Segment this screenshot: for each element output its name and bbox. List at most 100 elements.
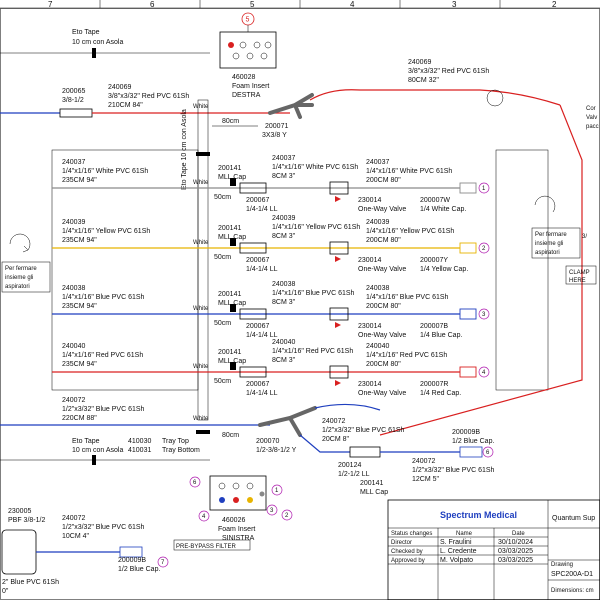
bottom-tape-l1: Eto Tape bbox=[72, 438, 100, 445]
tape-marker bbox=[92, 48, 96, 58]
foam-top-l1: Foam Insert bbox=[232, 83, 269, 90]
row-r-l1: 1/4"x1/16" White PVC 61Sh bbox=[366, 168, 452, 175]
blue-main-code: 240072 bbox=[62, 397, 85, 404]
row-left-l1: 1/4"x1/16" Blue PVC 61Sh bbox=[62, 294, 145, 301]
row-white-tag: White bbox=[193, 364, 209, 370]
pump-left-l3: aspiratori bbox=[5, 284, 30, 290]
row-r-l2: 200CM 80" bbox=[366, 177, 401, 184]
row-r-code: 240039 bbox=[366, 219, 389, 226]
foam-top-l2: DESTRA bbox=[232, 92, 261, 99]
side-note: Cor bbox=[586, 106, 596, 112]
y-bottom-code: 200070 bbox=[256, 438, 279, 445]
row-left-l1: 1/4"x1/16" White PVC 61Sh bbox=[62, 168, 148, 175]
bshort-l1: 1/2"x3/32" Blue PVC 61Sh bbox=[412, 467, 495, 474]
left-top-l1: 3/8-1/2 bbox=[62, 97, 84, 104]
foam-top-code: 460028 bbox=[232, 74, 255, 81]
clamp-box bbox=[565, 265, 597, 285]
side-num: 3/ bbox=[582, 234, 587, 240]
tube-rows: 240037 1/4"x1/16" White PVC 61Sh 235CM 94"… bbox=[52, 155, 490, 397]
col-label: 3 bbox=[452, 0, 457, 9]
ll-connector bbox=[239, 308, 267, 320]
ll-connector bbox=[239, 366, 267, 378]
clamp-l2: HERE bbox=[569, 278, 586, 284]
row-white-tag: White bbox=[193, 240, 209, 246]
cm80-bottom: 80cm bbox=[222, 432, 239, 439]
tb-row-name: M. Volpato bbox=[440, 557, 473, 564]
foam-insert-top bbox=[219, 31, 277, 69]
row-left-l1: 1/4"x1/16" Yellow PVC 61Sh bbox=[62, 228, 150, 235]
blue-main-l2: 220CM 88" bbox=[62, 415, 97, 422]
row-ll-code: 200067 bbox=[246, 381, 269, 388]
mll-bottom-code: 200141 bbox=[360, 480, 383, 487]
mll-cap-icon bbox=[230, 238, 236, 246]
row-cap-code: 200141 bbox=[218, 165, 241, 172]
row-end-l1: 1/4 Red Cap. bbox=[420, 390, 461, 397]
row-callout-num: 1 bbox=[482, 186, 486, 192]
row-mid-l2: 8CM 3" bbox=[272, 299, 296, 306]
valve-arrow bbox=[335, 256, 341, 262]
row-ll-l1: 1/4-1/4 LL bbox=[246, 206, 278, 213]
ll-connector bbox=[239, 182, 267, 194]
pb-cap-code: 200009B bbox=[118, 557, 146, 564]
row-left-l2: 235CM 94" bbox=[62, 303, 97, 310]
row-end-code: 200007R bbox=[420, 381, 448, 388]
pump-right-l2: insieme gli bbox=[535, 241, 563, 247]
blue-cap-prebypass bbox=[119, 546, 143, 558]
tb-row-label: Checked by bbox=[391, 549, 423, 555]
foam-bottom-n6: 6 bbox=[193, 480, 197, 486]
y-top-code: 200071 bbox=[265, 123, 288, 130]
callout-num: 5 bbox=[246, 17, 250, 24]
row-cm: 50cm bbox=[214, 194, 231, 201]
row-end-code: 200007W bbox=[420, 197, 450, 204]
callout-6 bbox=[482, 446, 494, 458]
tr-tube-l2: 80CM 32" bbox=[408, 77, 439, 84]
tb-row-label: Approved by bbox=[391, 558, 425, 564]
red-top-tube bbox=[309, 89, 561, 106]
one-way-valve bbox=[329, 181, 349, 195]
row-valve-l1: One-Way Valve bbox=[358, 206, 406, 213]
red-return-loop bbox=[379, 104, 583, 436]
pb-tube-l2: 10CM 4" bbox=[62, 533, 90, 540]
row-mid-l1: 1/4"x1/16" Yellow PVC 61Sh bbox=[272, 224, 360, 231]
tray-c2: 410031 bbox=[128, 447, 151, 454]
foam-top-dots bbox=[228, 41, 272, 60]
row-r-l1: 1/4"x1/16" Red PVC 61Sh bbox=[366, 352, 447, 359]
prebypass-label-box bbox=[173, 539, 251, 551]
row-r-l1: 1/4"x1/16" Yellow PVC 61Sh bbox=[366, 228, 454, 235]
callout-num: 6 bbox=[486, 450, 490, 456]
row-ll-l1: 1/4-1/4 LL bbox=[246, 266, 278, 273]
row-r-code: 240037 bbox=[366, 159, 389, 166]
callout-circle bbox=[478, 182, 490, 194]
blue-main-l1: 1/2"x3/32" Blue PVC 61Sh bbox=[62, 406, 145, 413]
row-cm: 50cm bbox=[214, 254, 231, 261]
bm-tube-l1: 1/2"x3/32" Blue PVC 61Sh bbox=[322, 427, 405, 434]
row-ll-code: 200067 bbox=[246, 257, 269, 264]
end-cap bbox=[459, 182, 477, 194]
tb-row-label: Status changes bbox=[391, 531, 432, 537]
tb-row-date: 03/03/2025 bbox=[498, 548, 533, 555]
y-connector-bottom bbox=[258, 406, 317, 437]
row-mid-l2: 8CM 3" bbox=[272, 357, 296, 364]
row-ll-code: 200067 bbox=[246, 323, 269, 330]
tr-tube-code: 240069 bbox=[408, 59, 431, 66]
row-white-tag: White bbox=[193, 306, 209, 312]
row-ll-l1: 1/4-1/4 LL bbox=[246, 390, 278, 397]
white-tag: White bbox=[193, 104, 209, 110]
row-ll-code: 200067 bbox=[246, 197, 269, 204]
foam-bottom-n1: 1 bbox=[275, 488, 279, 494]
row-end-code: 200007B bbox=[420, 323, 448, 330]
tray-l1: Tray Top bbox=[162, 438, 189, 445]
tb-drawing-label: Drawing bbox=[551, 562, 573, 568]
end-cap bbox=[459, 242, 477, 254]
row-end-l1: 1/4 White Cap. bbox=[420, 206, 466, 213]
col-label: 5 bbox=[250, 0, 255, 9]
y-top-l1: 3X3/8 Y bbox=[262, 132, 287, 139]
row-valve-code: 230014 bbox=[358, 323, 381, 330]
prebypass-label: PRE-BYPASS FILTER bbox=[176, 544, 236, 550]
row-cap-l1: MLL Cap bbox=[218, 358, 246, 365]
row-cm: 50cm bbox=[214, 320, 231, 327]
pbf-filter bbox=[1, 529, 37, 575]
connector-symbol bbox=[486, 89, 504, 107]
product-name: Quantum Sup bbox=[552, 515, 595, 522]
pump-left-l2: insieme gli bbox=[5, 275, 33, 281]
